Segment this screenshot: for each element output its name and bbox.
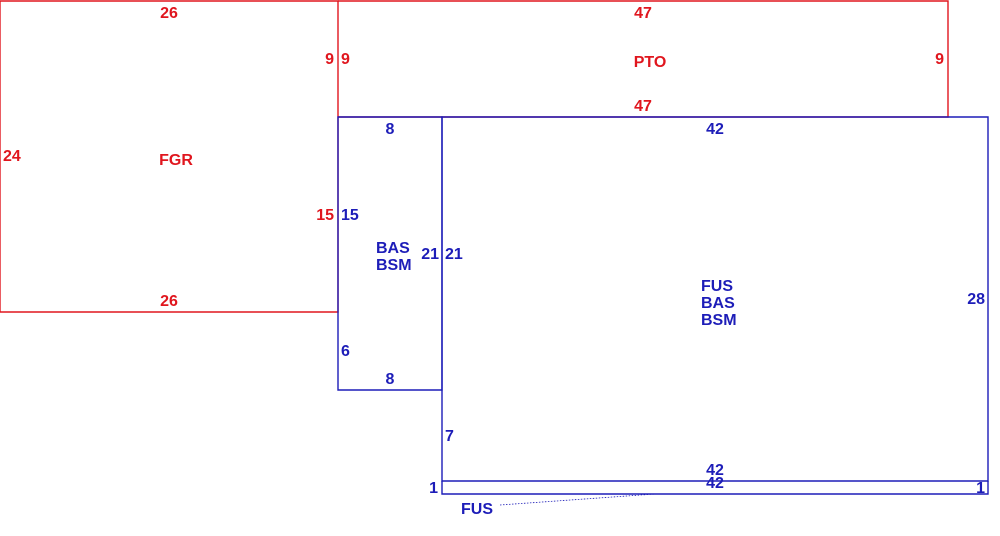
area-pto-dim-right: 9 xyxy=(935,51,944,68)
area-fus-main[interactable]: FUS BAS BSM 42 21 7 28 42 xyxy=(441,116,989,482)
area-bas-bsm-label-line1: BAS xyxy=(376,240,410,257)
area-fus-main-dim-right: 28 xyxy=(967,291,985,308)
area-pto-dim-top: 47 xyxy=(634,5,652,22)
area-fus-main-dim-left-lower: 7 xyxy=(445,428,454,445)
area-fus-strip-outline xyxy=(441,481,989,495)
area-fus-strip[interactable]: 42 1 1 FUS xyxy=(429,475,989,518)
area-fgr-dim-top: 26 xyxy=(160,5,178,22)
area-bas-bsm-label-line2: BSM xyxy=(376,257,412,274)
area-pto-dim-left: 9 xyxy=(341,51,350,68)
area-fgr-label: FGR xyxy=(159,152,193,169)
area-fus-main-label-line1: FUS xyxy=(701,278,733,295)
area-fgr-dim-right-upper: 9 xyxy=(325,51,334,68)
area-fus-strip-dim-left: 1 xyxy=(429,480,438,497)
area-pto[interactable]: PTO 47 9 9 47 xyxy=(338,0,949,118)
area-bas-bsm-dim-left-lower: 6 xyxy=(341,343,350,360)
area-fgr-dim-bottom: 26 xyxy=(160,293,178,310)
area-fgr-dim-left: 24 xyxy=(3,148,21,165)
area-fus-strip-dim-right: 1 xyxy=(976,480,985,497)
area-fus-main-dim-left-upper: 21 xyxy=(445,246,463,263)
area-bas-bsm-dim-bottom: 8 xyxy=(386,371,395,388)
area-fgr[interactable]: FGR 26 24 9 15 26 xyxy=(0,0,339,313)
area-pto-label: PTO xyxy=(634,54,667,71)
area-bas-bsm-dim-left-upper: 15 xyxy=(341,207,359,224)
area-fus-main-dim-top: 42 xyxy=(706,121,724,138)
area-fus-main-dim-bottom: 42 xyxy=(706,462,724,479)
area-bas-bsm-dim-right: 21 xyxy=(421,246,439,263)
area-bas-bsm-dim-top: 8 xyxy=(386,121,395,138)
area-fgr-dim-right-lower: 15 xyxy=(316,207,334,224)
area-pto-dim-bottom: 47 xyxy=(634,98,652,115)
area-fus-strip-dim-top: 42 xyxy=(706,475,724,492)
area-fus-strip-leader-line xyxy=(499,493,656,506)
area-fus-strip-label: FUS xyxy=(461,501,493,518)
area-fus-main-label-line2: BAS xyxy=(701,295,735,312)
area-fus-main-label-line3: BSM xyxy=(701,312,737,329)
area-bas-bsm[interactable]: BAS BSM 8 15 6 21 8 xyxy=(337,116,443,391)
